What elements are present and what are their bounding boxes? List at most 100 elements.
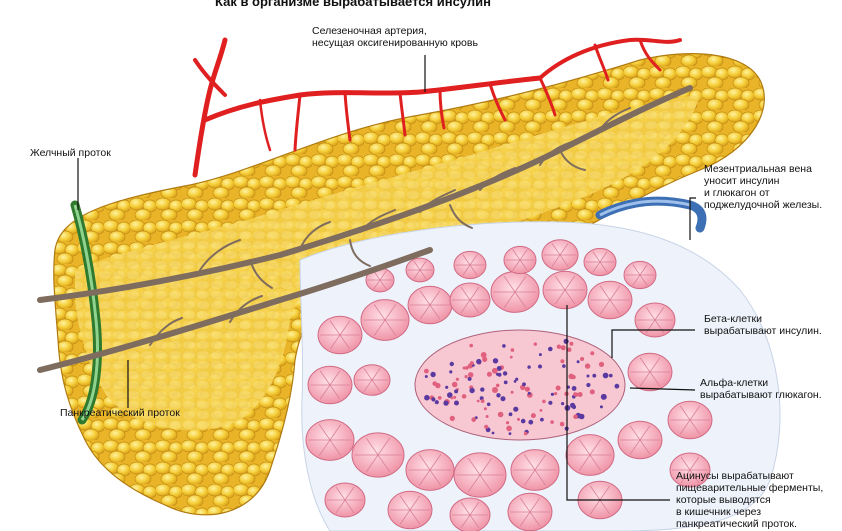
beta-cell xyxy=(511,391,514,394)
alpha-cell xyxy=(577,360,580,363)
alpha-cell xyxy=(600,405,603,408)
alpha-cell xyxy=(480,387,484,391)
acini-label: Ацинусы вырабатывают пищеварительные фер… xyxy=(676,470,823,530)
alpha-cell xyxy=(603,373,609,379)
beta-cell xyxy=(492,387,498,393)
alpha-cell xyxy=(548,401,552,405)
beta-cell xyxy=(506,426,512,432)
beta-cell xyxy=(569,374,575,380)
beta-cell xyxy=(560,359,564,363)
islet-of-langerhans xyxy=(415,330,625,440)
beta-cell xyxy=(484,425,488,429)
alpha-cell xyxy=(513,407,518,412)
beta-cell xyxy=(573,392,577,396)
alpha-cell xyxy=(592,374,596,378)
alpha-cell xyxy=(587,375,590,378)
alpha-cell xyxy=(538,365,542,369)
alpha-cell xyxy=(609,374,613,378)
alpha-cell xyxy=(501,396,506,401)
alpha-cell xyxy=(601,394,607,400)
alpha-cell xyxy=(492,432,495,435)
beta-cell xyxy=(496,384,500,388)
alpha-cell xyxy=(522,382,526,386)
alpha-cell xyxy=(528,420,533,425)
beta-cell xyxy=(550,420,554,424)
alpha-cell xyxy=(521,419,526,424)
beta-cell xyxy=(569,342,573,346)
alpha-cell xyxy=(443,401,448,406)
beta-cell xyxy=(580,357,584,361)
alpha-cell xyxy=(527,365,530,368)
alpha-cells-label: Альфа-клетки вырабатывают глюкагон. xyxy=(700,377,822,401)
beta-cell xyxy=(463,367,466,370)
alpha-cell xyxy=(561,402,564,405)
beta-cell xyxy=(506,421,509,424)
beta-cell xyxy=(424,369,429,374)
splenic-artery-label: Селезеночная артерия, несущая оксигениро… xyxy=(312,25,478,49)
beta-cell xyxy=(510,356,513,359)
beta-cell xyxy=(471,417,476,422)
beta-cell xyxy=(573,414,578,419)
alpha-cell xyxy=(504,381,508,385)
beta-cell xyxy=(525,387,530,392)
alpha-cell xyxy=(572,386,577,391)
beta-cell xyxy=(560,422,565,427)
alpha-cell xyxy=(586,383,590,387)
bile-duct-label: Желчный проток xyxy=(30,147,111,159)
alpha-cell xyxy=(435,400,439,404)
alpha-cell xyxy=(570,403,575,408)
beta-cell xyxy=(486,415,489,418)
beta-cell xyxy=(487,372,492,377)
alpha-cell xyxy=(509,412,513,416)
alpha-cell xyxy=(425,375,428,378)
alpha-cell xyxy=(539,353,542,356)
alpha-cell xyxy=(540,418,544,422)
beta-cell xyxy=(554,392,557,395)
beta-cell xyxy=(469,344,473,348)
alpha-cell xyxy=(493,358,498,363)
alpha-cell xyxy=(509,432,512,435)
beta-cell xyxy=(481,352,487,358)
alpha-cell xyxy=(515,378,518,381)
alpha-cell xyxy=(430,372,435,377)
beta-cell xyxy=(590,351,594,355)
beta-cell xyxy=(531,413,536,418)
beta-cell xyxy=(524,432,528,436)
beta-cell xyxy=(498,412,504,418)
beta-cell xyxy=(456,378,459,381)
beta-cell xyxy=(482,357,487,362)
beta-cell xyxy=(599,362,604,367)
alpha-cell xyxy=(551,393,554,396)
beta-cell xyxy=(438,396,442,400)
beta-cell xyxy=(432,381,437,386)
beta-cell xyxy=(452,382,458,388)
alpha-cell xyxy=(528,392,531,395)
beta-cell xyxy=(477,400,480,403)
alpha-cell xyxy=(450,362,454,366)
beta-cell xyxy=(561,345,566,350)
alpha-cell xyxy=(449,370,452,373)
alpha-cell xyxy=(454,401,459,406)
beta-cell xyxy=(534,342,537,345)
beta-cell xyxy=(453,396,456,399)
alpha-cell xyxy=(503,371,507,375)
alpha-cell xyxy=(468,377,472,381)
alpha-cell xyxy=(615,384,620,389)
alpha-cell xyxy=(445,386,448,389)
beta-cell xyxy=(462,394,467,399)
beta-cell xyxy=(481,399,485,403)
beta-cell xyxy=(465,375,468,378)
alpha-cell xyxy=(502,344,506,348)
beta-cell xyxy=(517,418,520,421)
beta-cell xyxy=(557,345,561,349)
beta-cell xyxy=(585,363,590,368)
beta-cell xyxy=(590,389,595,394)
beta-cell xyxy=(470,361,474,365)
mesenteric-vein-label: Мезентриальная вена уносит инсулин и глю… xyxy=(704,163,822,211)
alpha-cell xyxy=(562,364,566,368)
pancreatic-duct-label: Панкреатический проток xyxy=(60,407,180,419)
alpha-cell xyxy=(496,393,500,397)
alpha-cell xyxy=(548,347,553,352)
alpha-cell xyxy=(469,388,474,393)
